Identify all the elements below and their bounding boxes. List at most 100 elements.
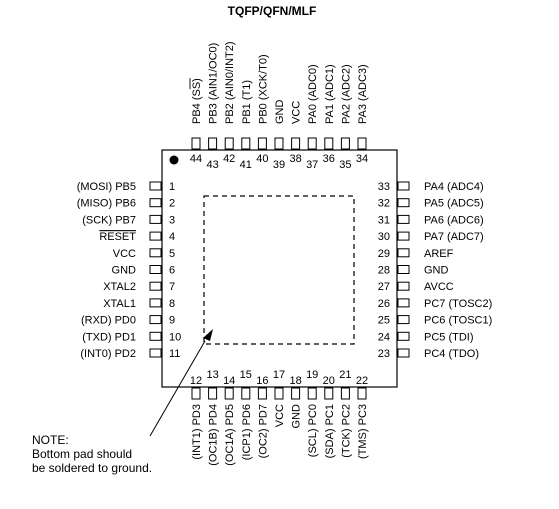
note-line-1: NOTE: (32, 433, 69, 447)
pin-pad (208, 137, 218, 150)
pin-number: 23 (378, 348, 390, 360)
pin-label: VCC (291, 101, 303, 124)
pin-pad (324, 137, 334, 150)
pin-pad (324, 387, 334, 400)
pin-pad (191, 387, 201, 400)
pin-number: 25 (378, 315, 390, 327)
pin-label: (SDA) PC1 (324, 404, 336, 458)
pin-number: 14 (223, 375, 235, 387)
pin-label: (SCK) PB7 (82, 214, 136, 226)
chip-body (161, 149, 398, 388)
pin-pad (208, 387, 218, 400)
pin-pad (149, 315, 162, 325)
pin-number: 15 (240, 369, 252, 381)
pin-pad (149, 181, 162, 191)
pin-number: 4 (169, 231, 175, 243)
note: NOTE: Bottom pad should be soldered to g… (32, 433, 152, 475)
pin-pad (291, 387, 301, 400)
pin-label: (SCL) PC0 (307, 404, 319, 457)
pin-pad (397, 331, 410, 341)
pin-label: (TMS) PC3 (357, 404, 369, 459)
pin-number: 2 (169, 198, 175, 210)
pin-pad (224, 387, 234, 400)
pin-number: 5 (169, 248, 175, 260)
pin-pad (149, 231, 162, 241)
pin-pad (397, 214, 410, 224)
pin-pad (149, 214, 162, 224)
pin-pad (149, 298, 162, 308)
pin-label: RESET (99, 231, 136, 243)
pin-label: PA4 (ADC4) (424, 181, 484, 193)
exposed-bottom-pad (203, 195, 355, 345)
pin-label: (INT0) PD2 (80, 348, 136, 360)
pin-pad (149, 198, 162, 208)
pin-pad (397, 265, 410, 274)
note-line-2: Bottom pad should (32, 447, 132, 461)
pin-number: 30 (378, 231, 390, 243)
pin-label: PA1 (ADC1) (324, 64, 336, 124)
pin-number: 33 (378, 181, 390, 193)
pin-number: 38 (289, 153, 301, 165)
pin-label: (ICP1) PD6 (241, 404, 253, 460)
pin-number: 43 (206, 159, 218, 171)
pin-pad (307, 387, 317, 400)
pin-pad (397, 315, 410, 325)
pin-number: 13 (206, 369, 218, 381)
pin-label: PA7 (ADC7) (424, 231, 484, 243)
pin-pad (291, 137, 301, 150)
pin-label: PB1 (T1) (241, 80, 253, 124)
pin-number: 16 (256, 375, 268, 387)
pin1-dot-marker (169, 155, 179, 165)
pin-label: PC4 (TDO) (424, 348, 479, 360)
pin-number: 42 (223, 153, 235, 165)
pin-pad (149, 281, 162, 291)
pin-pad (397, 348, 410, 358)
pin-pad (274, 137, 284, 150)
pin-label: VCC (113, 248, 136, 260)
pin-pad (397, 231, 410, 241)
pin-number: 34 (356, 153, 368, 165)
pin-label: GND (291, 404, 303, 429)
pin-label: (OC1A) PD5 (224, 404, 236, 466)
pin-label: PB4 (SS) (191, 78, 203, 124)
pin-number: 21 (339, 369, 351, 381)
pin-label: PA6 (ADC6) (424, 214, 484, 226)
pin-number: 19 (306, 369, 318, 381)
pin-label: AREF (424, 248, 454, 260)
pin-number: 28 (378, 265, 390, 277)
pin-label: (OC2) PD7 (257, 404, 269, 458)
pin-label: (RXD) PD0 (81, 315, 136, 327)
pin-label: PC5 (TDI) (424, 331, 474, 343)
pin-pad (241, 387, 251, 400)
pin-number: 10 (169, 331, 181, 343)
pin-number: 9 (169, 315, 175, 327)
pin-label: GND (424, 265, 449, 277)
pin-label: PC6 (TOSC1) (424, 315, 492, 327)
pin-number: 40 (256, 153, 268, 165)
pin-label: (TXD) PD1 (82, 331, 136, 343)
pin-number: 12 (190, 375, 202, 387)
pin-pad (357, 137, 367, 150)
pin-number: 20 (323, 375, 335, 387)
pin-number: 41 (240, 159, 252, 171)
pin-pad (397, 298, 410, 308)
pin-label: PA5 (ADC5) (424, 198, 484, 210)
pin-number: 36 (323, 153, 335, 165)
pin-number: 17 (273, 369, 285, 381)
pin-pad (149, 248, 162, 258)
pin-pad (241, 137, 251, 150)
pin-number: 24 (378, 331, 390, 343)
pin-pad (397, 281, 410, 291)
pin-label: GND (274, 100, 286, 125)
pin-pad (397, 198, 410, 208)
pin-pad (149, 265, 162, 274)
pin-number: 44 (190, 153, 202, 165)
pin-label: PC7 (TOSC2) (424, 298, 492, 310)
pin-label: GND (112, 265, 137, 277)
pin-label: PB3 (AIN1/OC0) (208, 43, 220, 124)
pin-label: (MOSI) PB5 (77, 181, 136, 193)
pin-label: PA0 (ADC0) (307, 64, 319, 124)
